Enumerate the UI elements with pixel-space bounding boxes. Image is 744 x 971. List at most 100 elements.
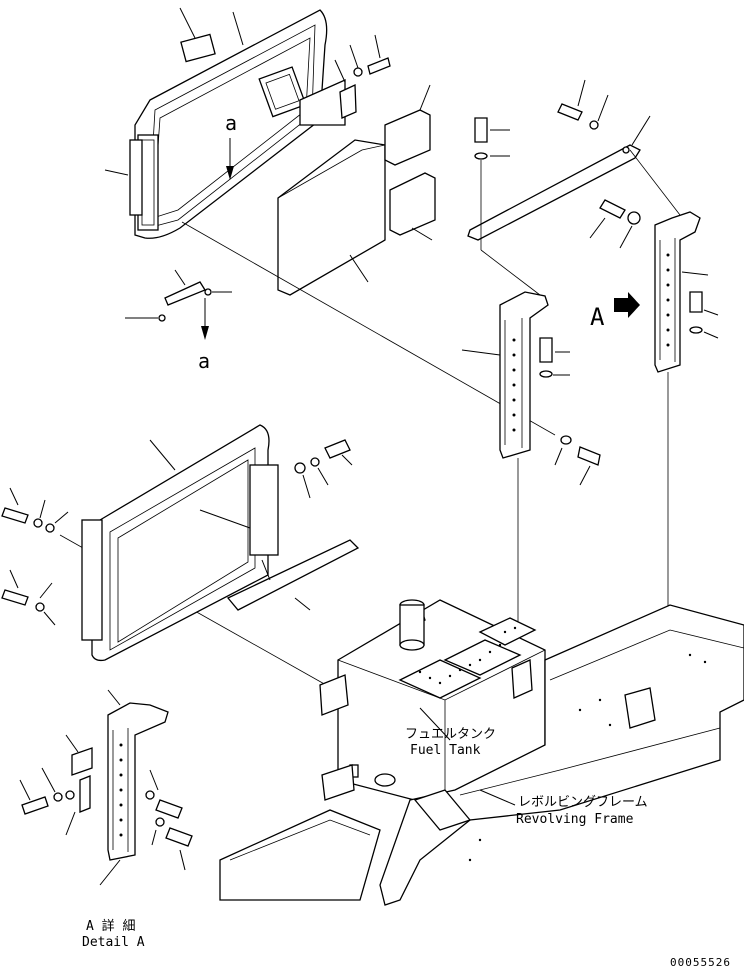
connection-line bbox=[629, 149, 681, 216]
tank-bracket-lower bbox=[321, 764, 355, 801]
leader-line bbox=[99, 859, 121, 886]
stay-bolt bbox=[557, 103, 583, 121]
stay-washer bbox=[589, 120, 599, 130]
leader-line bbox=[419, 84, 431, 111]
leader-line bbox=[579, 465, 591, 486]
washer-middle-1 bbox=[539, 370, 553, 378]
bolt-right-1 bbox=[599, 199, 626, 219]
stay-plate-hole bbox=[622, 146, 630, 154]
bolt-mid-top bbox=[474, 117, 488, 143]
revolving-frame-label-en: Revolving Frame bbox=[516, 812, 634, 827]
leader-line bbox=[703, 331, 719, 339]
detail-a-bolt-right-1 bbox=[155, 799, 183, 819]
view-arrow-a2-head bbox=[201, 326, 209, 340]
leader-line bbox=[334, 59, 346, 83]
detail-a-washer-right-2 bbox=[155, 817, 165, 827]
cover-latch bbox=[180, 33, 216, 63]
leader-line bbox=[703, 309, 719, 316]
view-arrow-A-label: A bbox=[590, 303, 605, 331]
revolving-frame-label-jp: レボルビングフレーム bbox=[518, 795, 648, 810]
leader-line bbox=[179, 7, 196, 39]
bracket-top-right bbox=[339, 83, 357, 119]
washer-middle-2 bbox=[560, 435, 572, 445]
leader-line bbox=[65, 811, 76, 836]
bolt-middle-1 bbox=[539, 337, 553, 363]
bracket-right bbox=[654, 211, 701, 373]
nut-right-1 bbox=[627, 211, 641, 225]
leader-line bbox=[294, 597, 311, 611]
detail-a-washer-right-1 bbox=[145, 790, 155, 800]
detail-a-washer-left bbox=[53, 792, 63, 802]
fuel-tank-rivets bbox=[418, 626, 517, 685]
washer-right-2 bbox=[689, 326, 703, 334]
washer-mid-top bbox=[474, 152, 488, 160]
tank-bracket-right bbox=[511, 659, 533, 699]
detail-a-bolt-left bbox=[21, 796, 49, 815]
leader-line bbox=[65, 734, 79, 753]
leader-line bbox=[349, 254, 369, 283]
leader-line bbox=[179, 849, 186, 871]
leader-line bbox=[104, 169, 129, 176]
leader-line bbox=[597, 94, 609, 122]
bracket-middle bbox=[499, 291, 549, 459]
leader-line bbox=[261, 559, 271, 581]
leader-line bbox=[461, 349, 501, 356]
bracket-right-holes bbox=[666, 253, 670, 347]
detail-a-holes bbox=[119, 743, 123, 837]
bolt-right-2 bbox=[689, 291, 703, 313]
fuel-tank-label-jp: フュエルタンク bbox=[405, 727, 496, 742]
bolt-lower-right bbox=[324, 439, 351, 459]
detail-label-jp: A 詳 細 bbox=[86, 918, 135, 934]
view-letter-a-top: a bbox=[225, 111, 237, 135]
detail-label-en: Detail A bbox=[82, 935, 145, 950]
fuel-tank-leader bbox=[419, 707, 451, 741]
bolt-top-cover bbox=[367, 57, 391, 75]
washer-left-2 bbox=[35, 602, 45, 612]
cover-frame-lower bbox=[81, 424, 279, 662]
view-letter-a-bottom: a bbox=[198, 349, 210, 373]
rod bbox=[164, 281, 206, 306]
foam-strip bbox=[226, 539, 360, 611]
leader-line bbox=[577, 79, 586, 107]
leader-line bbox=[349, 44, 359, 69]
leader-line bbox=[39, 499, 46, 519]
detail-a-plate bbox=[71, 747, 93, 776]
revolving-frame-dots bbox=[468, 653, 707, 862]
bolt-middle-2 bbox=[577, 446, 601, 466]
leader-line bbox=[302, 474, 311, 499]
leader-line bbox=[317, 467, 329, 486]
view-arrow-A-icon bbox=[614, 292, 640, 318]
bolt-left-1 bbox=[1, 507, 29, 524]
leader-line bbox=[107, 689, 121, 706]
detail-a-nut-left bbox=[65, 790, 75, 800]
leader-line bbox=[39, 582, 53, 599]
nut-lower bbox=[294, 462, 306, 474]
leader-line bbox=[54, 511, 69, 524]
stay-plate bbox=[467, 144, 641, 241]
leader-line bbox=[411, 227, 433, 241]
leader-line bbox=[151, 829, 157, 846]
washer-left-1 bbox=[33, 518, 43, 528]
detail-a-bolt-right-2 bbox=[165, 827, 193, 847]
washer-lower bbox=[310, 457, 320, 467]
view-arrow-a-head bbox=[226, 166, 234, 180]
pad-large-edge bbox=[277, 144, 386, 199]
detail-a-bracket bbox=[107, 702, 169, 861]
leader-line bbox=[374, 34, 381, 59]
revolving-frame-leader bbox=[479, 789, 516, 806]
connection-line bbox=[480, 249, 541, 296]
washer-top bbox=[353, 67, 363, 77]
revolving-frame bbox=[219, 604, 744, 906]
pad-small-upper bbox=[384, 109, 431, 166]
rod-pin bbox=[158, 314, 166, 322]
leader-line bbox=[232, 11, 244, 46]
bolt-left-2 bbox=[1, 589, 29, 606]
leader-line bbox=[41, 767, 56, 793]
leader-line bbox=[9, 569, 19, 589]
leader-line bbox=[341, 454, 353, 466]
tank-bracket-upper bbox=[319, 674, 349, 716]
leader-line bbox=[619, 225, 633, 249]
leader-line bbox=[43, 611, 56, 626]
leader-line bbox=[681, 271, 709, 276]
